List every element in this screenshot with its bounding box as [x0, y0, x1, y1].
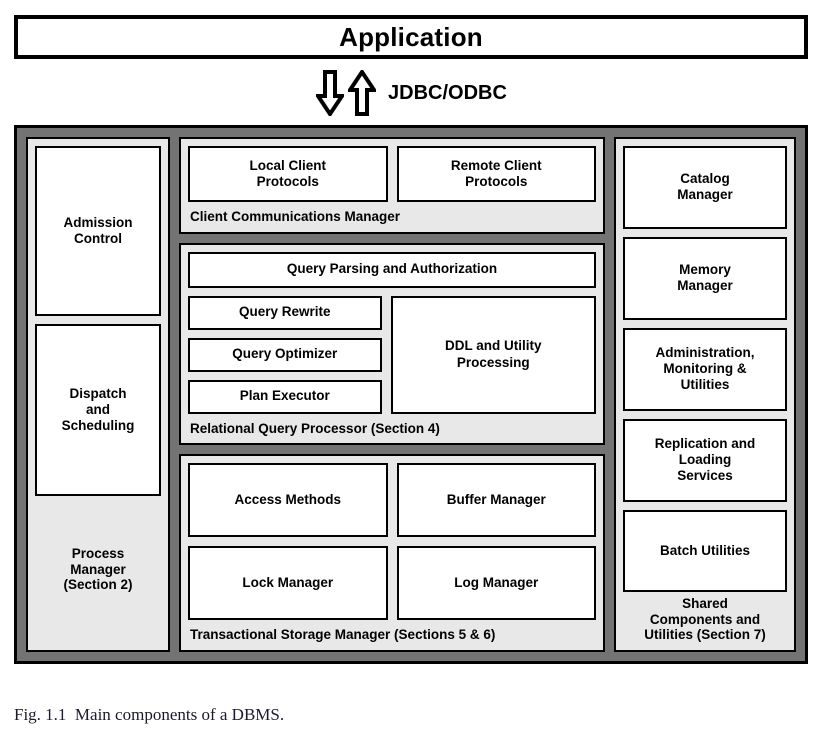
- box-label: DDL and Utility Processing: [444, 338, 542, 370]
- group-process-manager: Admission Control Dispatch and Schedulin…: [26, 137, 170, 652]
- box-memory-manager: Memory Manager: [623, 236, 787, 320]
- box-plan-executor: Plan Executor: [188, 379, 382, 414]
- column-middle: Local Client Protocols Remote Client Pro…: [179, 137, 605, 652]
- box-query-optimizer: Query Optimizer: [188, 337, 382, 372]
- application-box: Application: [14, 15, 808, 59]
- group-label-process-manager: Process Manager (Section 2): [63, 546, 133, 593]
- rqp-body: Query Rewrite Query Optimizer Plan Execu…: [188, 295, 596, 414]
- box-label: Replication and Loading Services: [654, 435, 756, 484]
- box-query-rewrite: Query Rewrite: [188, 295, 382, 330]
- box-catalog-manager: Catalog Manager: [623, 146, 787, 229]
- box-label: Plan Executor: [239, 388, 330, 404]
- application-label: Application: [339, 21, 483, 52]
- shared-components-list: Catalog Manager Memory Manager Administr…: [623, 146, 787, 593]
- group-label-transactional-storage-manager: Transactional Storage Manager (Sections …: [190, 627, 496, 643]
- rqp-stack: Query Rewrite Query Optimizer Plan Execu…: [188, 295, 382, 414]
- box-label: Administration, Monitoring & Utilities: [655, 344, 755, 393]
- box-admission-control: Admission Control: [35, 146, 161, 316]
- arrow-pair: [316, 70, 377, 116]
- box-label: Log Manager: [454, 575, 539, 591]
- box-label: Query Rewrite: [238, 304, 331, 320]
- box-label: Buffer Manager: [446, 492, 546, 508]
- box-label: Admission Control: [63, 214, 133, 246]
- box-label: Access Methods: [234, 492, 342, 508]
- box-label: Memory Manager: [677, 262, 733, 294]
- arrow-down-block-icon: [316, 70, 345, 116]
- box-dispatch-and-scheduling: Dispatch and Scheduling: [35, 324, 161, 496]
- group-label-shared-components-and-utilities: Shared Components and Utilities (Section…: [644, 596, 766, 643]
- box-label: Batch Utilities: [659, 542, 751, 558]
- protocol-label: JDBC/ODBC: [388, 81, 507, 104]
- group-transactional-storage-manager: Access Methods Buffer Manager Lock Manag…: [179, 454, 605, 652]
- figure-caption: Fig. 1.1 Main components of a DBMS.: [14, 705, 285, 724]
- box-label: Local Client Protocols: [249, 157, 326, 189]
- box-log-manager: Log Manager: [396, 546, 596, 621]
- box-label: Query Parsing and Authorization: [286, 261, 498, 277]
- box-replication-and-loading-services: Replication and Loading Services: [623, 418, 787, 502]
- application-dbms-connector: JDBC/ODBC: [0, 68, 823, 118]
- box-buffer-manager: Buffer Manager: [396, 463, 596, 538]
- group-label-client-communications-manager: Client Communications Manager: [190, 209, 401, 224]
- box-label: Lock Manager: [242, 575, 334, 591]
- box-administration-monitoring-utilities: Administration, Monitoring & Utilities: [623, 327, 787, 411]
- group-relational-query-processor: Query Parsing and Authorization Query Re…: [179, 242, 605, 446]
- box-label: Catalog Manager: [677, 171, 733, 203]
- box-label: Dispatch and Scheduling: [61, 385, 135, 434]
- column-process-manager: Admission Control Dispatch and Schedulin…: [26, 137, 170, 652]
- box-label: Query Optimizer: [232, 346, 338, 362]
- arrow-up-block-icon: [348, 70, 377, 116]
- group-client-communications-manager: Local Client Protocols Remote Client Pro…: [179, 137, 605, 234]
- dbms-panel: Admission Control Dispatch and Schedulin…: [14, 125, 808, 664]
- tsm-grid: Access Methods Buffer Manager Lock Manag…: [188, 463, 596, 621]
- group-label-relational-query-processor: Relational Query Processor (Section 4): [190, 420, 440, 436]
- column-shared-components: Catalog Manager Memory Manager Administr…: [614, 137, 796, 652]
- box-ddl-and-utility-processing: DDL and Utility Processing: [390, 295, 596, 414]
- client-protocol-row: Local Client Protocols Remote Client Pro…: [188, 146, 596, 202]
- box-label: Remote Client Protocols: [450, 157, 542, 189]
- box-query-parsing-and-authorization: Query Parsing and Authorization: [188, 251, 596, 288]
- box-access-methods: Access Methods: [188, 463, 388, 538]
- group-shared-components-and-utilities: Catalog Manager Memory Manager Administr…: [614, 137, 796, 652]
- box-local-client-protocols: Local Client Protocols: [188, 146, 388, 202]
- box-remote-client-protocols: Remote Client Protocols: [396, 146, 596, 202]
- box-batch-utilities: Batch Utilities: [623, 509, 787, 593]
- box-lock-manager: Lock Manager: [188, 546, 388, 621]
